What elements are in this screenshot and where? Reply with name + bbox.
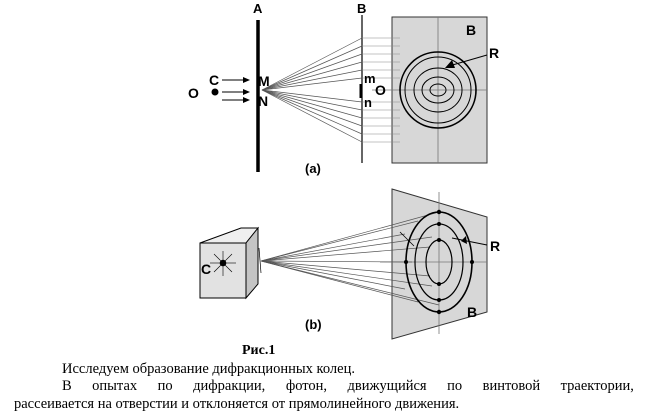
line2-word: опытах: [92, 378, 138, 394]
paragraph-line-1: Исследуем образование дифракционных коле…: [62, 361, 355, 377]
ray-fan-b: [260, 211, 440, 306]
panel-label-a: (a): [305, 161, 321, 176]
ring-dots-b: [404, 209, 474, 315]
label-n-hole: N: [258, 93, 268, 109]
radius-pointer-a: [448, 54, 488, 67]
label-a-screen: A: [253, 1, 263, 16]
label-c-b: C: [201, 261, 211, 277]
line2-word: траектории,: [560, 378, 634, 394]
line2-word: по: [447, 378, 463, 394]
line2-word: движущийся: [347, 378, 427, 394]
panel-b: C R B (b): [199, 188, 500, 340]
label-r-a: R: [489, 45, 499, 61]
incoming-arrows-a: [222, 79, 244, 101]
figure-title: Рис.1: [242, 343, 276, 358]
label-r-b: R: [490, 238, 500, 254]
paragraph-line-3: рассеивается на отверстии и отклоняется …: [14, 396, 460, 412]
label-b-plate: B: [466, 22, 476, 38]
diffraction-figure: A B B O C M N m n O R (a): [188, 1, 500, 340]
radius-pointer-b: [451, 237, 488, 246]
source-point-a: [211, 88, 219, 96]
label-b-b: B: [467, 304, 477, 320]
box-side-axis-v: [258, 247, 262, 274]
paragraph-line-2: В опытах по дифракции, фотон, движущийся…: [62, 378, 634, 395]
label-c-a: C: [209, 72, 219, 88]
line2-word: В: [62, 378, 72, 394]
label-m-slit: m: [364, 71, 376, 86]
label-n-slit: n: [364, 95, 372, 110]
line2-word: по: [157, 378, 173, 394]
radius-arrowhead-a: [445, 60, 455, 68]
diffraction-rings-a: [399, 51, 477, 129]
panel-label-b: (b): [305, 317, 322, 332]
caption-area: Рис.1 Исследуем образование дифракционны…: [0, 340, 664, 420]
line2-word: дифракции,: [193, 378, 266, 394]
line2-word: винтовой: [482, 378, 541, 394]
label-b-screen: B: [357, 1, 366, 16]
label-m-hole: M: [258, 73, 270, 89]
ray-extensions-a: [362, 37, 400, 143]
ring-tick-b: [399, 231, 415, 247]
source-rays-b: [210, 251, 236, 276]
line2-word: фотон,: [285, 378, 328, 394]
label-o-right: O: [375, 82, 386, 98]
ray-fan-a: [261, 37, 363, 143]
panel-a: A B B O C M N m n O R (a): [188, 1, 499, 176]
label-o-left: O: [188, 85, 199, 101]
